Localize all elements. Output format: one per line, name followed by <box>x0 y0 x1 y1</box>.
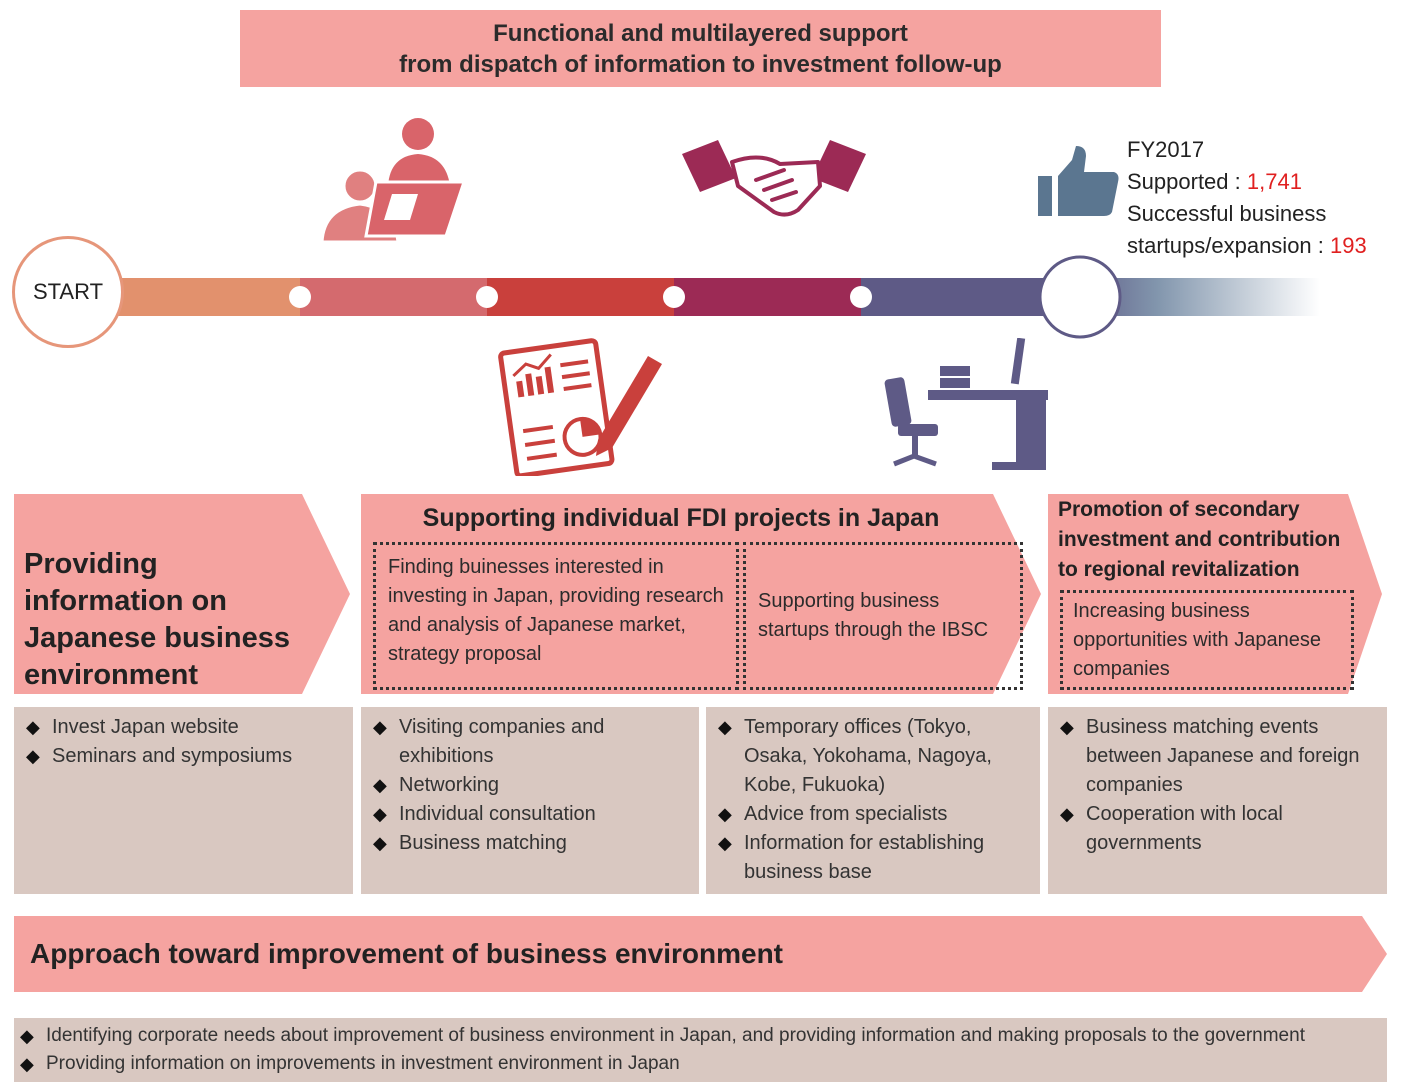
timeline-segment-3 <box>487 278 675 316</box>
fdi-ibsc-text: Supporting business startups through the… <box>758 590 989 641</box>
info-section-arrow <box>14 494 350 694</box>
secondary-list: ◆Business matching events between Japane… <box>1048 707 1387 894</box>
bullet-diamond-icon: ◆ <box>373 833 387 853</box>
list-item: ◆Seminars and symposiums <box>26 742 341 771</box>
bullet-diamond-icon: ◆ <box>26 746 40 766</box>
fy2017-stats: FY2017 Supported : 1,741 Successful busi… <box>1127 134 1367 262</box>
report-pencil-icon <box>498 338 662 476</box>
fdi-research-text: Finding buinesses interested in investin… <box>388 556 724 665</box>
fiscal-year: FY2017 <box>1127 137 1205 162</box>
list-item: ◆Networking <box>373 771 687 800</box>
bullet-diamond-icon: ◆ <box>718 804 732 824</box>
bullet-diamond-icon: ◆ <box>373 775 387 795</box>
banner-line-1: Functional and multilayered support <box>493 19 908 47</box>
handshake-icon <box>682 140 866 217</box>
office-desk-icon <box>884 338 1048 470</box>
success-label-line2: startups/expansion : <box>1127 233 1324 258</box>
approach-arrow <box>14 916 1387 992</box>
list-item: ◆Information for establishing business b… <box>718 829 1028 887</box>
banner-line-2: from dispatch of information to investme… <box>399 50 1002 78</box>
bullet-diamond-icon: ◆ <box>20 1054 34 1074</box>
fdi-list-2: ◆Temporary offices (Tokyo, Osaka, Yokoha… <box>706 707 1040 894</box>
supported-count: 1,741 <box>1246 169 1302 194</box>
timeline-segment-5 <box>861 278 1071 316</box>
info-list: ◆Invest Japan website ◆Seminars and symp… <box>14 707 353 894</box>
secondary-opportunities-text: Increasing business opportunities with J… <box>1073 600 1321 680</box>
supported-label: Supported : <box>1127 169 1241 194</box>
secondary-opportunities-box: Increasing business opportunities with J… <box>1060 590 1354 690</box>
bullet-diamond-icon: ◆ <box>373 717 387 737</box>
bullet-diamond-icon: ◆ <box>26 717 40 737</box>
timeline-node-3 <box>663 286 685 308</box>
list-item: ◆Providing information on improvements i… <box>20 1050 1381 1078</box>
success-label-line1: Successful business <box>1127 201 1327 226</box>
bullet-diamond-icon: ◆ <box>1060 804 1074 824</box>
bullet-diamond-icon: ◆ <box>718 833 732 853</box>
timeline <box>115 255 1320 339</box>
start-label: START <box>32 279 104 304</box>
list-item: ◆Invest Japan website <box>26 713 341 742</box>
bullet-diamond-icon: ◆ <box>1060 717 1074 737</box>
timeline-goal-circle <box>1038 255 1122 339</box>
fdi-ibsc-box: Supporting business startups through the… <box>743 542 1023 690</box>
success-count: 193 <box>1330 233 1367 258</box>
list-item: ◆Identifying corporate needs about impro… <box>20 1022 1381 1050</box>
timeline-segment-2 <box>300 278 488 316</box>
secondary-section-title: Promotion of secondary investment and co… <box>1058 498 1341 581</box>
start-circle: START <box>12 236 124 348</box>
secondary-section-arrow <box>1048 494 1382 694</box>
list-item: ◆Temporary offices (Tokyo, Osaka, Yokoha… <box>718 713 1028 800</box>
list-item: ◆Individual consultation <box>373 800 687 829</box>
bullet-diamond-icon: ◆ <box>718 717 732 737</box>
list-item: ◆Business matching <box>373 829 687 858</box>
list-item: ◆Business matching events between Japane… <box>1060 713 1375 800</box>
fdi-research-box: Finding buinesses interested in investin… <box>373 542 739 690</box>
list-item: ◆Visiting companies and exhibitions <box>373 713 687 771</box>
presenter-icon <box>320 118 467 244</box>
fdi-section-title: Supporting individual FDI projects in Ja… <box>422 504 940 532</box>
header-banner: Functional and multilayered support from… <box>240 10 1161 87</box>
timeline-segment-4 <box>674 278 862 316</box>
timeline-node-1 <box>289 286 311 308</box>
thumbs-up-icon <box>1038 146 1119 216</box>
timeline-node-4 <box>850 286 872 308</box>
list-item: ◆Advice from specialists <box>718 800 1028 829</box>
fdi-list-1: ◆Visiting companies and exhibitions ◆Net… <box>361 707 699 894</box>
approach-title: Approach toward improvement of business … <box>30 938 784 969</box>
timeline-segment-1 <box>115 278 301 316</box>
list-item: ◆Cooperation with local governments <box>1060 800 1375 858</box>
bullet-diamond-icon: ◆ <box>373 804 387 824</box>
approach-list: ◆Identifying corporate needs about impro… <box>14 1018 1387 1082</box>
info-section-title: Providing information on Japanese busine… <box>24 548 290 691</box>
bullet-diamond-icon: ◆ <box>20 1026 34 1046</box>
timeline-node-2 <box>476 286 498 308</box>
